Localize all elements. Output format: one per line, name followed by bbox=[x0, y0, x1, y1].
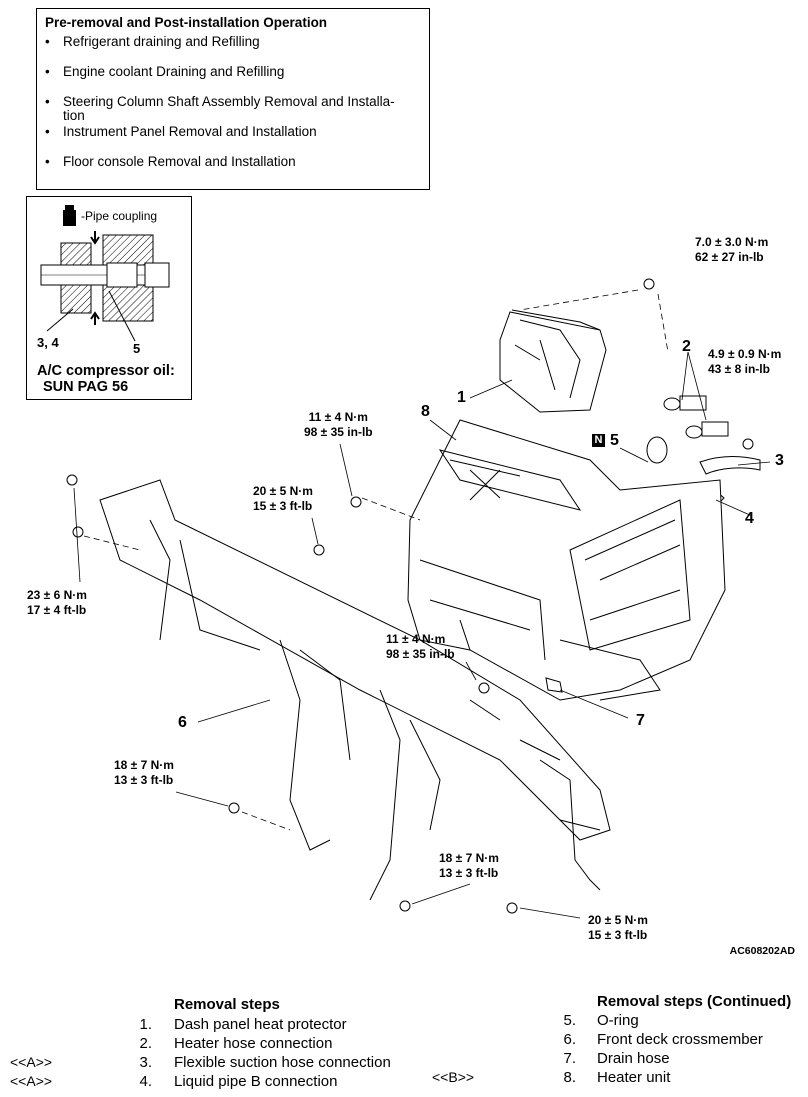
step-row: 6. Front deck crossmember bbox=[420, 1030, 808, 1049]
bolt-parts bbox=[66, 278, 754, 914]
pipe-coupling-inset: -Pipe coupling 3, 4 5 A/C compressor oil… bbox=[26, 196, 192, 400]
torque-spec: 23 ± 6 N·m 17 ± 4 ft-lb bbox=[27, 588, 87, 618]
callout-4: 4 bbox=[745, 510, 754, 527]
step-number: 5. bbox=[563, 1012, 576, 1029]
step-row: <<A>> 4. Liquid pipe B connection bbox=[0, 1072, 420, 1091]
step-number: 1. bbox=[139, 1016, 152, 1033]
hose-clamp-parts bbox=[663, 395, 729, 439]
figure-code: AC608202AD bbox=[729, 945, 795, 957]
torque-imperial: 15 ± 3 ft-lb bbox=[253, 499, 313, 513]
step-text: Liquid pipe B connection bbox=[174, 1073, 338, 1090]
torque-metric: 4.9 ± 0.9 N·m bbox=[708, 347, 782, 361]
torque-metric: 18 ± 7 N·m bbox=[114, 758, 174, 772]
step-ref: <<A>> bbox=[10, 1073, 53, 1089]
removal-steps-header: Removal steps bbox=[174, 996, 280, 1013]
step-number: 2. bbox=[139, 1035, 152, 1052]
o-ring-part bbox=[646, 436, 668, 464]
prereq-item: Refrigerant draining and Refilling bbox=[45, 35, 423, 50]
prereq-item: Instrument Panel Removal and Installatio… bbox=[45, 125, 423, 140]
step-row: 7. Drain hose bbox=[420, 1049, 808, 1068]
step-row: <<B>> 8. Heater unit bbox=[420, 1068, 808, 1087]
step-text: Flexible suction hose connection bbox=[174, 1054, 391, 1071]
torque-metric: 20 ± 5 N·m bbox=[588, 913, 648, 927]
step-text: Heater unit bbox=[597, 1069, 671, 1086]
torque-spec: 18 ± 7 N·m 13 ± 3 ft-lb bbox=[439, 851, 499, 881]
torque-spec: 11 ± 4 N·m 98 ± 35 in-lb bbox=[386, 632, 455, 662]
callout-2: 2 bbox=[682, 338, 691, 355]
step-ref: <<B>> bbox=[432, 1069, 475, 1085]
torque-imperial: 17 ± 4 ft-lb bbox=[27, 603, 87, 617]
prereq-box: Pre-removal and Post-installation Operat… bbox=[36, 8, 430, 190]
torque-imperial: 98 ± 35 in-lb bbox=[386, 647, 455, 661]
step-number: 3. bbox=[139, 1054, 152, 1071]
step-number: 8. bbox=[563, 1069, 576, 1086]
callout-8: 8 bbox=[421, 403, 430, 420]
step-text: Front deck crossmember bbox=[597, 1031, 763, 1048]
torque-imperial: 62 ± 27 in-lb bbox=[695, 250, 764, 264]
compressor-oil-line2: SUN PAG 56 bbox=[43, 379, 129, 395]
torque-metric: 11 ± 4 N·m bbox=[308, 410, 368, 424]
step-number: 7. bbox=[563, 1050, 576, 1067]
torque-imperial: 43 ± 8 in-lb bbox=[708, 362, 770, 376]
torque-metric: 18 ± 7 N·m bbox=[439, 851, 499, 865]
torque-imperial: 98 ± 35 in-lb bbox=[304, 425, 373, 439]
prereq-item: Steering Column Shaft Assembly Removal a… bbox=[45, 95, 413, 123]
step-text: Drain hose bbox=[597, 1050, 670, 1067]
step-ref: <<A>> bbox=[10, 1054, 53, 1070]
pipe-coupling-legend: -Pipe coupling bbox=[81, 209, 158, 223]
torque-spec: 11 ± 4 N·m 98 ± 35 in-lb bbox=[304, 410, 373, 440]
torque-metric: 20 ± 5 N·m bbox=[253, 484, 313, 498]
compressor-oil-line1: A/C compressor oil: bbox=[37, 363, 175, 379]
prereq-title: Pre-removal and Post-installation Operat… bbox=[45, 15, 328, 30]
front-deck-crossmember-part bbox=[99, 479, 611, 901]
callout-1: 1 bbox=[457, 389, 466, 406]
step-text: Heater hose connection bbox=[174, 1035, 333, 1052]
heat-protector-part bbox=[499, 309, 607, 413]
step-number: 6. bbox=[563, 1031, 576, 1048]
step-row: 5. O-ring bbox=[420, 1011, 808, 1030]
step-row: <<A>> 3. Flexible suction hose connectio… bbox=[0, 1053, 420, 1072]
drain-hose-part bbox=[545, 677, 563, 693]
oil-can-icon bbox=[63, 205, 76, 226]
callout-3: 3 bbox=[775, 452, 784, 469]
suction-hose-part bbox=[699, 456, 761, 475]
torque-metric: 11 ± 4 N·m bbox=[386, 632, 446, 646]
torque-spec: 20 ± 5 N·m 15 ± 3 ft-lb bbox=[588, 913, 648, 943]
callout-5: 5 bbox=[610, 432, 619, 449]
step-row: 2. Heater hose connection bbox=[0, 1034, 420, 1053]
callout-6: 6 bbox=[178, 714, 187, 731]
torque-spec: 7.0 ± 3.0 N·m 62 ± 27 in-lb bbox=[695, 235, 768, 265]
n-badge-icon: N bbox=[592, 434, 605, 447]
torque-metric: 7.0 ± 3.0 N·m bbox=[695, 235, 769, 249]
torque-metric: 23 ± 6 N·m bbox=[27, 588, 87, 602]
step-number: 4. bbox=[139, 1073, 152, 1090]
torque-imperial: 15 ± 3 ft-lb bbox=[588, 928, 648, 942]
torque-imperial: 13 ± 3 ft-lb bbox=[114, 773, 174, 787]
step-row: 1. Dash panel heat protector bbox=[0, 1015, 420, 1034]
torque-spec: 20 ± 5 N·m 15 ± 3 ft-lb bbox=[253, 484, 313, 514]
prereq-item: Floor console Removal and Installation bbox=[45, 155, 423, 170]
compressor-oil-note: A/C compressor oil: SUN PAG 56 bbox=[37, 363, 175, 395]
torque-spec: 4.9 ± 0.9 N·m 43 ± 8 in-lb bbox=[708, 347, 781, 377]
prereq-item: Engine coolant Draining and Refilling bbox=[45, 65, 423, 80]
prereq-list: Refrigerant draining and Refilling Engin… bbox=[45, 33, 423, 170]
step-text: O-ring bbox=[597, 1012, 639, 1029]
step-text: Dash panel heat protector bbox=[174, 1016, 347, 1033]
torque-imperial: 13 ± 3 ft-lb bbox=[439, 866, 499, 880]
inset-label-3-4: 3, 4 bbox=[37, 335, 59, 350]
inset-label-5: 5 bbox=[133, 341, 141, 356]
heater-unit-exploded-diagram bbox=[66, 278, 771, 919]
removal-steps-continued-header: Removal steps (Continued) bbox=[597, 993, 792, 1010]
callout-7: 7 bbox=[636, 712, 645, 729]
torque-spec: 18 ± 7 N·m 13 ± 3 ft-lb bbox=[114, 758, 174, 788]
leader-lines bbox=[73, 289, 771, 919]
heater-unit-part bbox=[407, 419, 726, 701]
pipe-coupling-drawing bbox=[40, 205, 170, 342]
